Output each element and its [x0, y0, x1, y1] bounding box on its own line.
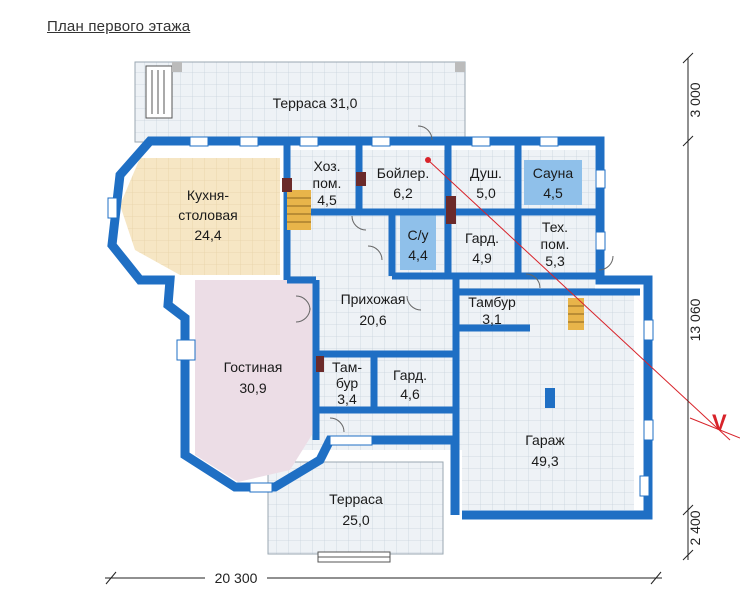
living-area: 30,9: [239, 380, 266, 396]
kitchen-label-2: столовая: [178, 207, 238, 223]
vestibule1-label: Тамбур: [468, 294, 516, 310]
tech-label-2: пом.: [541, 236, 570, 252]
garage-area: 49,3: [531, 453, 558, 469]
utility-label-2: пом.: [313, 175, 342, 191]
living-label: Гостиная: [224, 359, 283, 375]
kitchen-area: 24,4: [194, 227, 221, 243]
vestibule2-area: 3,4: [337, 391, 357, 407]
stairs-top-left: [145, 65, 173, 119]
hall-area: 20,6: [359, 312, 386, 328]
hall-label: Прихожая: [341, 291, 406, 307]
utility-area: 4,5: [317, 192, 337, 208]
vestibule2-label-1: Там-: [332, 359, 362, 375]
wardrobe2-area: 4,6: [400, 386, 420, 402]
dimension-horizontal: [105, 571, 662, 585]
stairs-garage: [568, 298, 584, 330]
sauna-area: 4,5: [543, 185, 563, 201]
kitchen-floor: [120, 158, 280, 275]
living-floor: [195, 280, 315, 482]
utility-label-1: Хоз.: [313, 158, 340, 174]
dimension-bottom: 2 400: [687, 510, 703, 545]
boiler-label: Бойлер.: [377, 165, 429, 181]
plan-title: План первого этажа: [47, 18, 191, 35]
sauna-label: Сауна: [533, 165, 574, 181]
dimension-vertical: [682, 52, 694, 561]
wc-label: С/у: [408, 227, 429, 243]
kitchen-label-1: Кухня-: [187, 187, 229, 203]
terrace-top: [134, 61, 466, 143]
watermark-letter: V: [712, 410, 727, 435]
terrace-bottom: [267, 461, 444, 563]
shower-area: 5,0: [476, 185, 496, 201]
wardrobe2-label: Гард.: [393, 367, 427, 383]
dimension-width: 20 300: [215, 570, 258, 586]
tech-area: 5,3: [545, 253, 565, 269]
dimension-top: 3 000: [687, 82, 703, 117]
stairs-kitchen: [287, 190, 311, 230]
boiler-area: 6,2: [393, 185, 413, 201]
terrace-top-label: Терраса 31,0: [273, 95, 358, 111]
vestibule2-label-2: бур: [336, 375, 359, 391]
tech-label-1: Тех.: [542, 219, 568, 235]
garage-label: Гараж: [525, 432, 565, 448]
wardrobe1-label: Гард.: [465, 230, 499, 246]
terrace-bottom-area: 25,0: [342, 512, 369, 528]
shower-label: Душ.: [470, 165, 502, 181]
wardrobe1-area: 4,9: [472, 250, 492, 266]
terrace-bottom-label: Терраса: [329, 491, 383, 507]
door-swings: [295, 125, 614, 433]
dimension-middle: 13 060: [687, 298, 703, 341]
vestibule1-area: 3,1: [482, 311, 502, 327]
wc-area: 4,4: [408, 247, 428, 263]
chimney-blocks: [282, 172, 456, 372]
